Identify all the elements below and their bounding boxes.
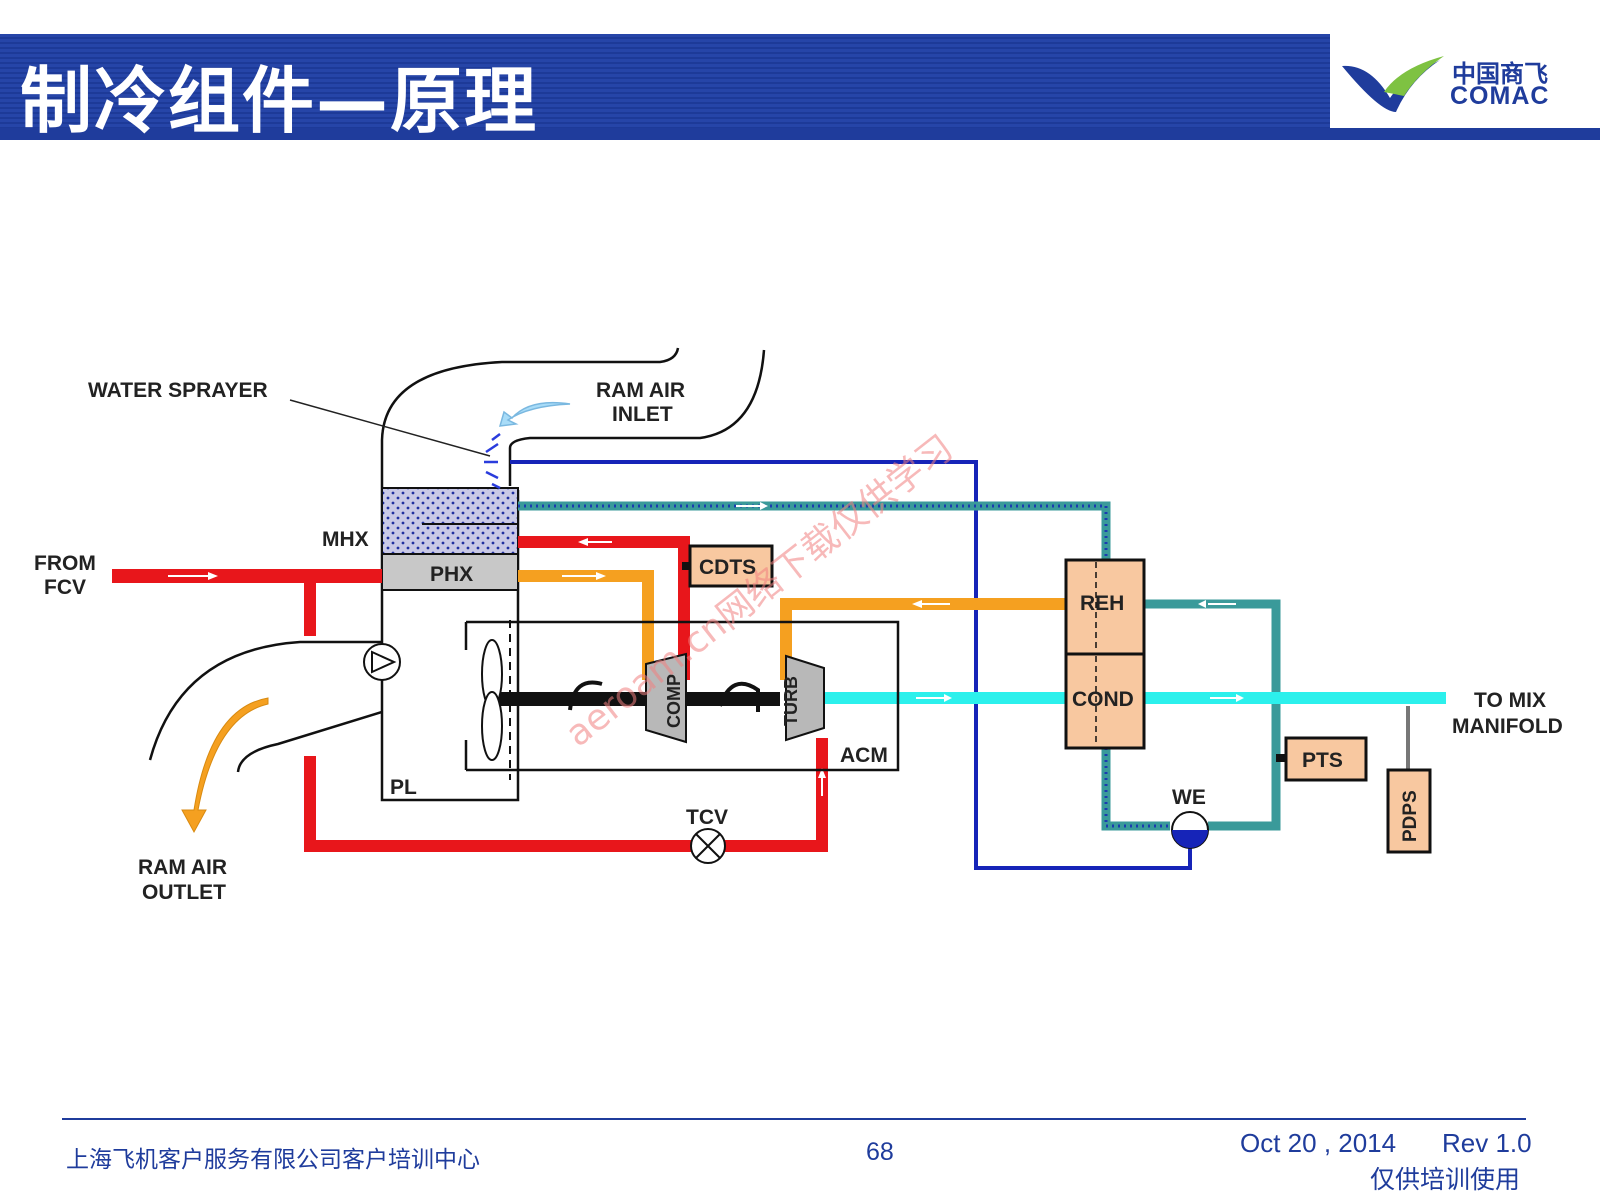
- page-title: 制冷组件—原理: [20, 59, 539, 143]
- pl-valve-icon: [363, 643, 401, 681]
- label-we: WE: [1172, 786, 1206, 809]
- cdts-sensor: [682, 544, 774, 588]
- acm-shaft: [494, 692, 780, 706]
- label-pl: PL: [390, 776, 417, 799]
- rotation-arrow-icon: [568, 680, 760, 712]
- label-ram-air-inlet-2: INLET: [612, 403, 673, 426]
- label-from-fcv-2: FCV: [44, 576, 86, 599]
- label-reh: REH: [1080, 592, 1124, 615]
- label-cond: COND: [1072, 688, 1134, 711]
- comac-logo-icon: [1342, 56, 1444, 112]
- page-number: 68: [866, 1138, 894, 1166]
- label-ram-air-inlet-1: RAM AIR: [596, 379, 685, 402]
- label-turb: TURB: [781, 676, 801, 726]
- turbine: [785, 654, 825, 742]
- logo-cn-text: 中国商飞: [1452, 60, 1548, 88]
- label-ram-air-outlet-1: RAM AIR: [138, 856, 227, 879]
- ram-air-duct: [148, 347, 766, 802]
- label-pts: PTS: [1302, 749, 1343, 772]
- label-mhx: MHX: [322, 528, 369, 551]
- water-spray-line: [484, 433, 1192, 870]
- compressor-outlet-line: [518, 570, 1066, 680]
- condenser-loop: [518, 501, 1281, 831]
- footer-date: Oct 20 , 2014: [1240, 1128, 1397, 1158]
- label-acm: ACM: [840, 744, 888, 767]
- logo-en-text: COMAC: [1450, 82, 1550, 110]
- label-phx: PHX: [430, 563, 473, 586]
- pdps-sensor: [1386, 706, 1432, 854]
- label-ram-air-outlet-2: OUTLET: [142, 881, 226, 904]
- condenser: [1064, 652, 1146, 750]
- label-from-fcv-1: FROM: [34, 552, 96, 575]
- mhx-heat-exchanger: [381, 487, 519, 555]
- header-underline: [0, 128, 1600, 140]
- bleed-air-line: [112, 536, 828, 852]
- water-extractor-icon: [1171, 811, 1209, 849]
- label-to-mix-2: MANIFOLD: [1452, 715, 1563, 738]
- label-comp: COMP: [664, 674, 684, 728]
- footer-revision: Rev 1.0: [1442, 1128, 1532, 1158]
- label-pdps: PDPS: [1400, 790, 1421, 842]
- footer-organization: 上海飞机客户服务有限公司客户培训中心: [66, 1147, 480, 1173]
- water-sprayer-leader: [289, 399, 491, 457]
- label-water-sprayer: WATER SPRAYER: [88, 379, 268, 402]
- acm-housing: [464, 620, 900, 772]
- footer-training-note: 仅供培训使用: [1370, 1165, 1521, 1194]
- label-tcv: TCV: [686, 806, 728, 829]
- ram-air-inlet-arrow-icon: [498, 401, 571, 427]
- pts-sensor: [1276, 736, 1368, 782]
- comac-logo: 中国商飞 COMAC: [1340, 52, 1580, 116]
- ram-air-outlet-arrow-icon: [181, 697, 269, 834]
- header-bar: [0, 34, 1330, 140]
- footer-divider: [62, 1118, 1526, 1120]
- fan-icon: [481, 620, 511, 780]
- label-to-mix-1: TO MIX: [1474, 689, 1546, 712]
- label-cdts: CDTS: [699, 556, 756, 579]
- compressor: [645, 652, 687, 744]
- reheater: [1064, 558, 1146, 656]
- tcv-valve-icon: [690, 828, 726, 864]
- water-sprayer-icon: [484, 433, 501, 490]
